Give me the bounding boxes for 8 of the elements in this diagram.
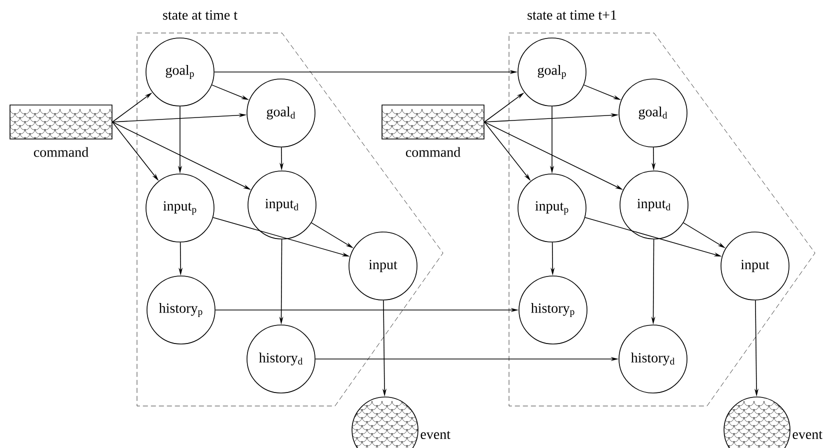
node-label: command: [406, 147, 460, 157]
node-label: event: [420, 430, 450, 440]
command-box: command: [10, 104, 112, 157]
node-label: event: [792, 430, 822, 440]
region-heading: state at time t+1: [528, 10, 616, 20]
node-label: command: [34, 147, 88, 157]
command-box: command: [382, 104, 484, 157]
region-heading: state at time t: [163, 10, 238, 20]
